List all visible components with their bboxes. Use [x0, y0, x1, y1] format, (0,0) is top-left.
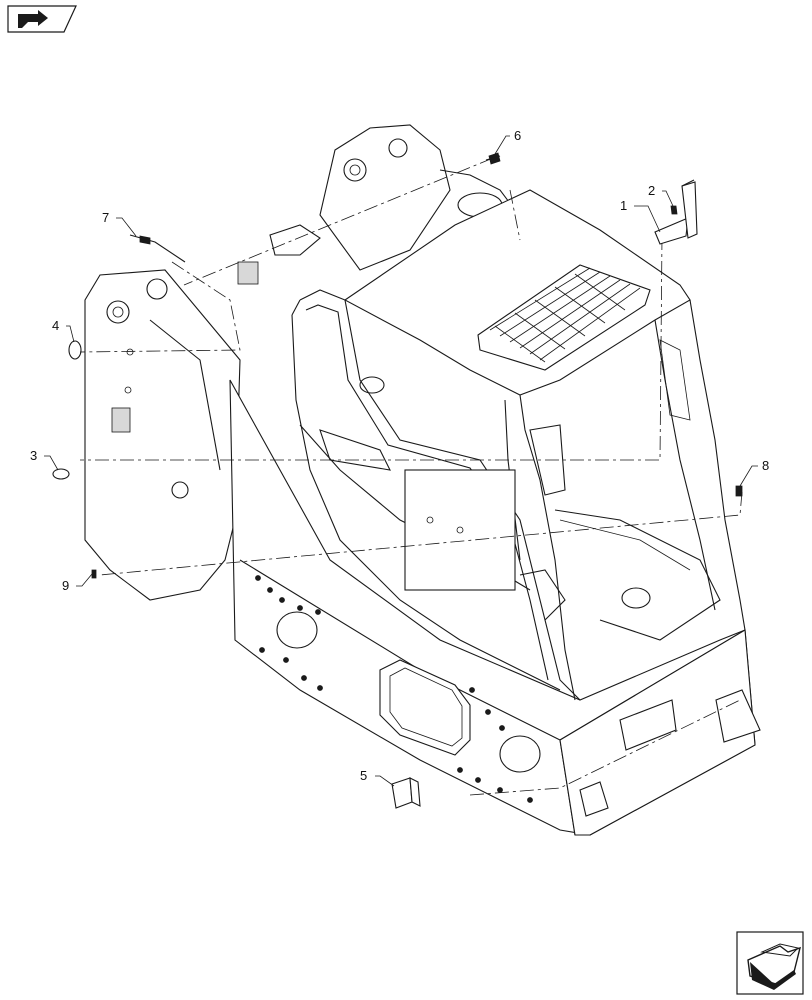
back-nav-button[interactable]	[7, 5, 77, 33]
callout-labels: 1 2 3 4 5 6 7 8 9	[30, 128, 769, 783]
callout-6: 6	[514, 128, 521, 143]
callout-9: 9	[62, 578, 69, 593]
ring-part-4	[68, 340, 82, 360]
forward-arrow-icon	[747, 943, 801, 990]
fitting-part-6	[485, 152, 501, 165]
callout-2: 2	[648, 183, 655, 198]
tie-strap-part-7	[129, 234, 186, 263]
callout-4: 4	[52, 318, 59, 333]
callout-3: 3	[30, 448, 37, 463]
bolt-row	[255, 575, 533, 803]
bracket-part-5	[391, 777, 421, 809]
callout-8: 8	[762, 458, 769, 473]
roof-grille	[477, 264, 651, 371]
assembly-lines	[79, 157, 743, 796]
fastener-part-8	[735, 485, 743, 497]
callout-1: 1	[620, 198, 627, 213]
screw-part-2	[670, 205, 678, 215]
bracket-part-1	[654, 179, 698, 245]
machine-frame	[84, 124, 761, 836]
parts	[52, 152, 743, 809]
callout-leaders	[44, 135, 758, 787]
pin-part-9	[91, 569, 97, 579]
callout-7: 7	[102, 210, 109, 225]
ring-part-3	[52, 468, 70, 480]
back-arrow-icon	[18, 10, 48, 28]
forward-nav-button[interactable]	[736, 931, 804, 995]
callout-5: 5	[360, 768, 367, 783]
